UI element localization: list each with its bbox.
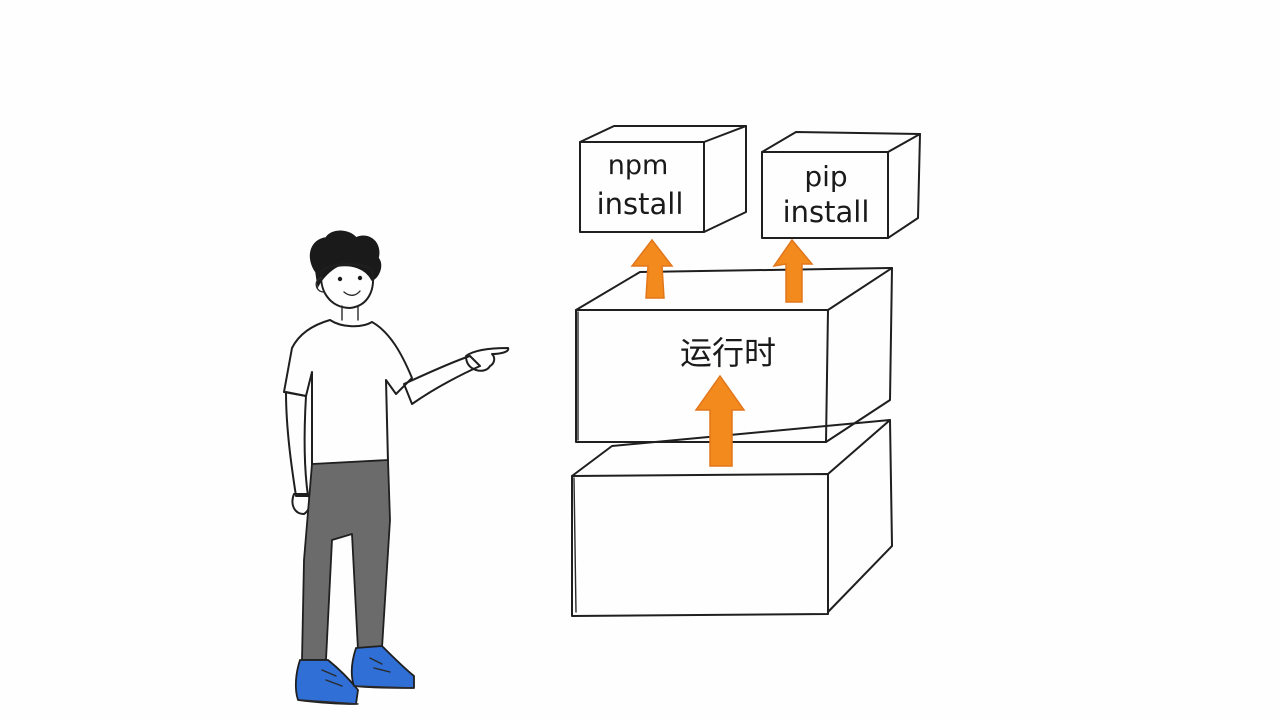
npm-box-line1: npm bbox=[608, 150, 669, 181]
up-arrow-icon bbox=[630, 238, 674, 299]
runtime-box: 运行时 bbox=[575, 267, 893, 443]
shirt bbox=[283, 319, 413, 467]
pip-box-line2: install bbox=[783, 195, 870, 229]
right-shoe bbox=[350, 645, 415, 689]
npm-install-box: npm install bbox=[579, 125, 747, 233]
pants bbox=[301, 459, 391, 661]
up-arrow-icon bbox=[694, 374, 746, 467]
pip-install-box: pip install bbox=[761, 131, 921, 239]
arrow-to-runtime bbox=[694, 374, 746, 467]
hair bbox=[309, 230, 382, 289]
runtime-box-label: 运行时 bbox=[680, 334, 776, 372]
base-box bbox=[571, 419, 893, 617]
person-pointing-icon bbox=[283, 230, 510, 705]
pip-box-line1: pip bbox=[804, 160, 847, 193]
arrow-to-pip bbox=[772, 238, 814, 303]
npm-box-line2: install bbox=[597, 187, 684, 221]
left-shoe bbox=[294, 659, 359, 705]
arrow-to-npm bbox=[630, 238, 674, 299]
up-arrow-icon bbox=[772, 238, 814, 303]
